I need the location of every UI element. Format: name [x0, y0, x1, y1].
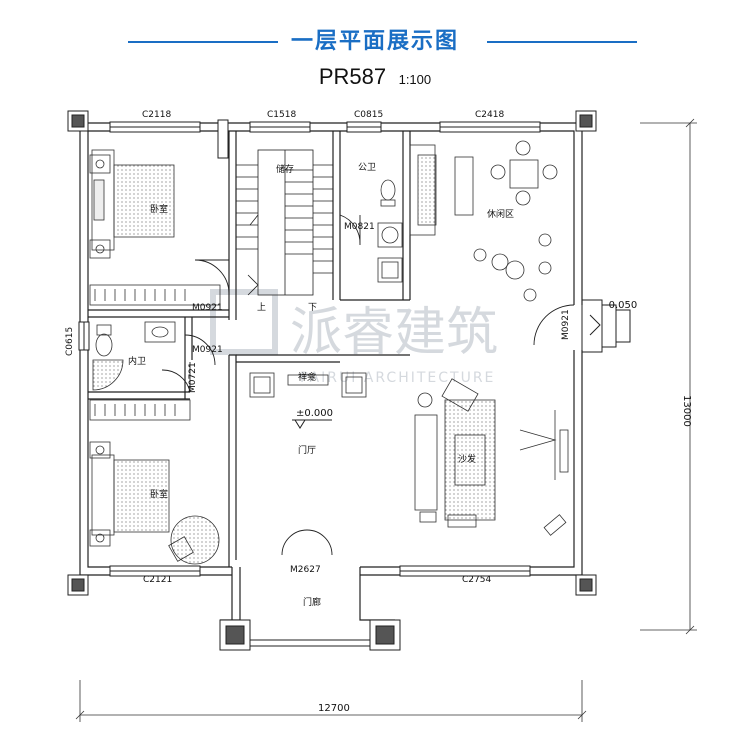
door-label-wc-a: M0921 — [192, 345, 223, 355]
level-floor: ±0.000 — [296, 408, 333, 419]
room-labels: 卧室 卧室 内卫 公卫 储存 休闲区 门厅 门廊 祥龛 沙发 上 下 — [128, 162, 514, 608]
inner-bathroom-fixtures — [92, 321, 176, 391]
window-label-c0815: C0815 — [354, 110, 383, 120]
page-header: 一层平面展示图 — [0, 22, 750, 62]
window-label-c2118: C2118 — [142, 110, 171, 120]
door-label-public-wc: M0821 — [344, 222, 375, 232]
room-label-bedroom1: 卧室 — [150, 203, 168, 215]
window-label-c2754: C2754 — [462, 575, 491, 585]
public-wc-fixtures — [377, 179, 403, 283]
room-label-hall: 门厅 — [298, 444, 316, 456]
hall-furniture — [249, 372, 569, 536]
plan-scale: 1:100 — [398, 72, 432, 87]
room-label-storage: 储存 — [276, 163, 294, 175]
room-label-shrine: 祥龛 — [298, 371, 316, 383]
bedroom2-furniture — [89, 399, 220, 565]
stair-label-down: 下 — [308, 303, 317, 313]
watermark-cn: 派睿建筑 — [290, 303, 498, 363]
plan-subtitle: PR587 1:100 — [0, 64, 750, 90]
watermark-en: PAIRUI ARCHITECTURE — [300, 370, 495, 386]
plan-code: PR587 — [318, 64, 387, 89]
door-label-main: M2627 — [290, 565, 321, 575]
header-rule-left — [128, 41, 278, 43]
room-label-bedroom2: 卧室 — [150, 488, 168, 500]
window-label-c2121: C2121 — [143, 575, 172, 585]
level-mark-floor — [292, 419, 332, 429]
dimension-depth: 13000 — [681, 395, 692, 427]
watermark: 派睿建筑 PAIRUI ARCHITECTURE — [210, 289, 498, 386]
bedroom1-furniture — [89, 149, 221, 306]
room-label-leisure: 休闲区 — [487, 208, 514, 220]
staircase — [236, 149, 333, 296]
dimension-lines — [75, 118, 697, 722]
side-steps — [581, 299, 631, 353]
porch — [219, 619, 401, 651]
dimension-width: 12700 — [318, 703, 350, 714]
room-label-inner-wc: 内卫 — [128, 355, 146, 367]
wardrobe-hangers-2 — [94, 404, 176, 416]
wardrobe-hangers-1 — [94, 289, 186, 301]
window-label-c0615: C0615 — [65, 327, 75, 356]
door-label-wc-b: M0721 — [188, 362, 198, 393]
stair-label-up: 上 — [257, 302, 266, 313]
opening-labels: C2118 C1518 C0815 C2418 C0615 C2121 C275… — [65, 110, 571, 585]
furniture-label-sofa: 沙发 — [458, 453, 476, 465]
window-label-c1518: C1518 — [267, 110, 296, 120]
level-step: -0.050 — [605, 300, 637, 311]
stair-treads — [236, 164, 333, 274]
room-label-porch: 门廊 — [303, 596, 321, 608]
header-rule-right — [487, 41, 637, 43]
page-title: 一层平面展示图 — [290, 29, 459, 54]
corner-columns — [67, 110, 597, 596]
window-label-c2418: C2418 — [475, 110, 504, 120]
leisure-area-furniture — [409, 140, 558, 302]
windows — [78, 119, 541, 577]
room-label-public-wc: 公卫 — [358, 162, 376, 173]
door-label-bed1: M0921 — [192, 303, 223, 313]
door-label-side: M0921 — [561, 309, 571, 340]
doors — [161, 214, 575, 556]
